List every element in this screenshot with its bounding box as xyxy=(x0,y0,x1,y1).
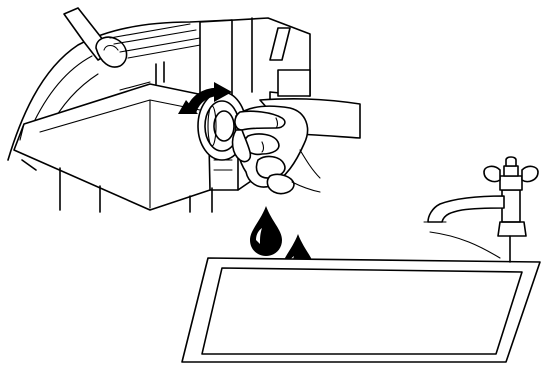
faucet xyxy=(423,156,539,263)
hand xyxy=(231,98,361,195)
sink-outer-rim xyxy=(181,257,541,363)
sink-basin xyxy=(201,267,523,355)
sink xyxy=(181,257,541,363)
curved-arrow-icon xyxy=(178,82,232,114)
drop-icon xyxy=(250,206,282,256)
knob-cap xyxy=(213,110,235,142)
